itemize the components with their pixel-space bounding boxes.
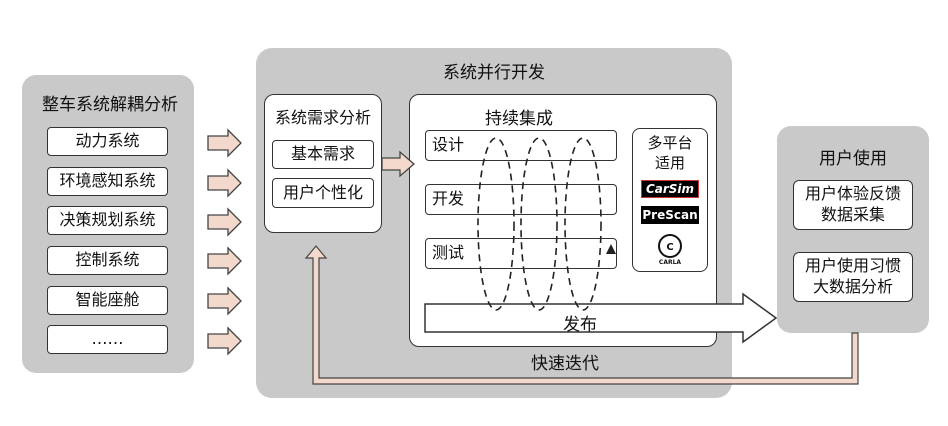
feedback-loop-arrow: [304, 245, 859, 385]
feedback-collection-box: 用户体验反馈 数据采集: [793, 180, 913, 230]
requirement-basic: 基本需求: [272, 140, 374, 169]
carsim-logo: CarSim: [641, 180, 699, 198]
habit-analysis-box: 用户使用习惯 大数据分析: [793, 252, 913, 302]
requirements-arrow: [381, 150, 415, 178]
loop-arrowhead: [606, 244, 616, 254]
platform-box: [632, 128, 708, 272]
subsystem-more: ……: [47, 325, 168, 354]
requirements-title: 系统需求分析: [274, 108, 371, 127]
release-arrow: [424, 292, 778, 344]
rapid-iteration-label: 快速迭代: [531, 354, 599, 374]
subsystem-arrows: [207, 128, 242, 356]
subsystem-cockpit: 智能座舱: [47, 286, 168, 315]
user-usage-title: 用户使用: [819, 149, 887, 169]
ci-title: 持续集成: [485, 109, 553, 129]
requirement-personalization: 用户个性化: [272, 178, 374, 208]
parallel-dev-title: 系统并行开发: [443, 63, 545, 83]
carla-logo: C CARLA: [655, 232, 685, 266]
svg-text:CARLA: CARLA: [659, 259, 681, 266]
svg-text:C: C: [666, 242, 673, 253]
iteration-loops: [477, 137, 602, 311]
decoupling-title: 整车系统解耦分析: [42, 95, 178, 115]
prescan-logo: PreScan: [641, 206, 699, 224]
stage-design: 设计: [425, 130, 617, 161]
platform-title: 多平台 适用: [647, 134, 693, 172]
subsystem-power: 动力系统: [47, 127, 168, 156]
subsystem-perception: 环境感知系统: [47, 167, 168, 196]
release-label: 发布: [563, 315, 597, 335]
subsystem-control: 控制系统: [47, 246, 168, 275]
subsystem-planning: 决策规划系统: [47, 206, 168, 235]
